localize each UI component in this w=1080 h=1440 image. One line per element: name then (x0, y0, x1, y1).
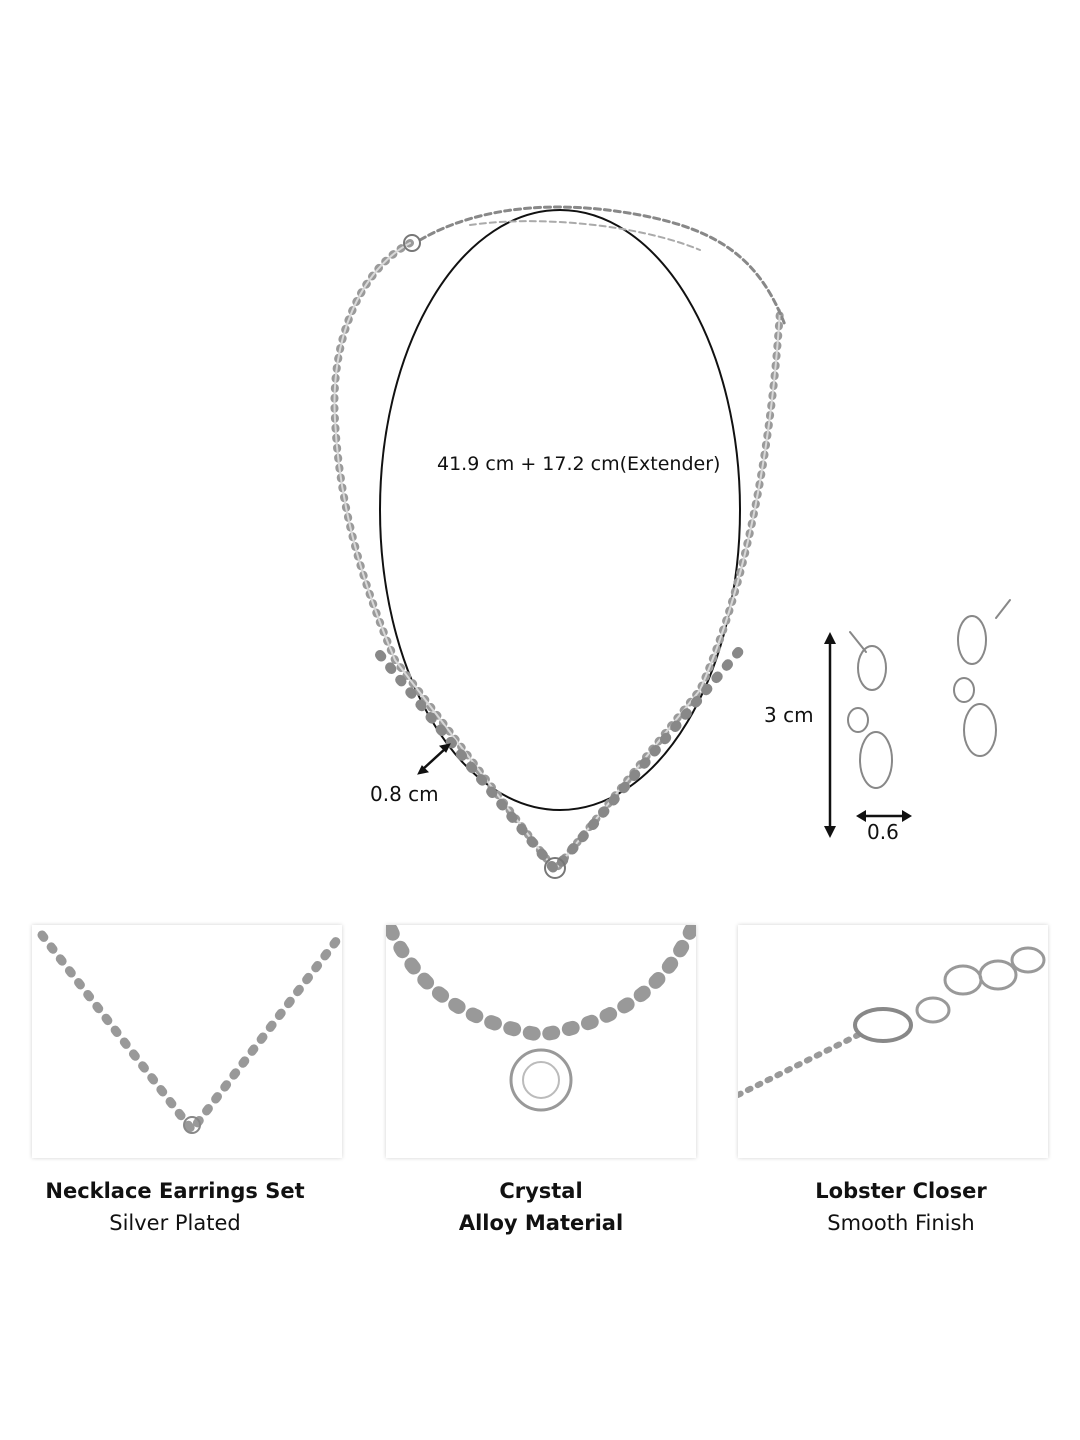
necklace-chain (330, 239, 784, 877)
feature-subtitle: Silver Plated (109, 1211, 241, 1235)
earring-width-label: 0.6 (867, 820, 899, 844)
necklace-illustration (330, 205, 1011, 879)
lobster-clasp (403, 234, 421, 252)
feature-caption: Crystal Alloy Material (371, 1175, 711, 1239)
detail-photo-necklace (32, 925, 342, 1158)
feature-caption: Necklace Earrings Set Silver Plated (5, 1175, 345, 1239)
earring-length-label: 3 cm (764, 703, 814, 727)
feature-caption: Lobster Closer Smooth Finish (731, 1175, 1071, 1239)
detail-photo-lobster-clasp (738, 925, 1048, 1158)
feature-title: Crystal (499, 1179, 583, 1203)
detail-photo-crystal (386, 925, 696, 1158)
necklace-length-label: 41.9 cm + 17.2 cm(Extender) (437, 453, 721, 475)
pendant-stone (544, 857, 566, 879)
feature-subtitle: Smooth Finish (827, 1211, 975, 1235)
extender-chain (418, 205, 787, 327)
neck-cord (379, 209, 741, 811)
earrings (847, 599, 1011, 789)
necklace-width-label: 0.8 cm (370, 782, 439, 806)
feature-title: Necklace Earrings Set (45, 1179, 305, 1203)
feature-subtitle: Alloy Material (458, 1211, 624, 1235)
feature-title: Lobster Closer (815, 1179, 987, 1203)
